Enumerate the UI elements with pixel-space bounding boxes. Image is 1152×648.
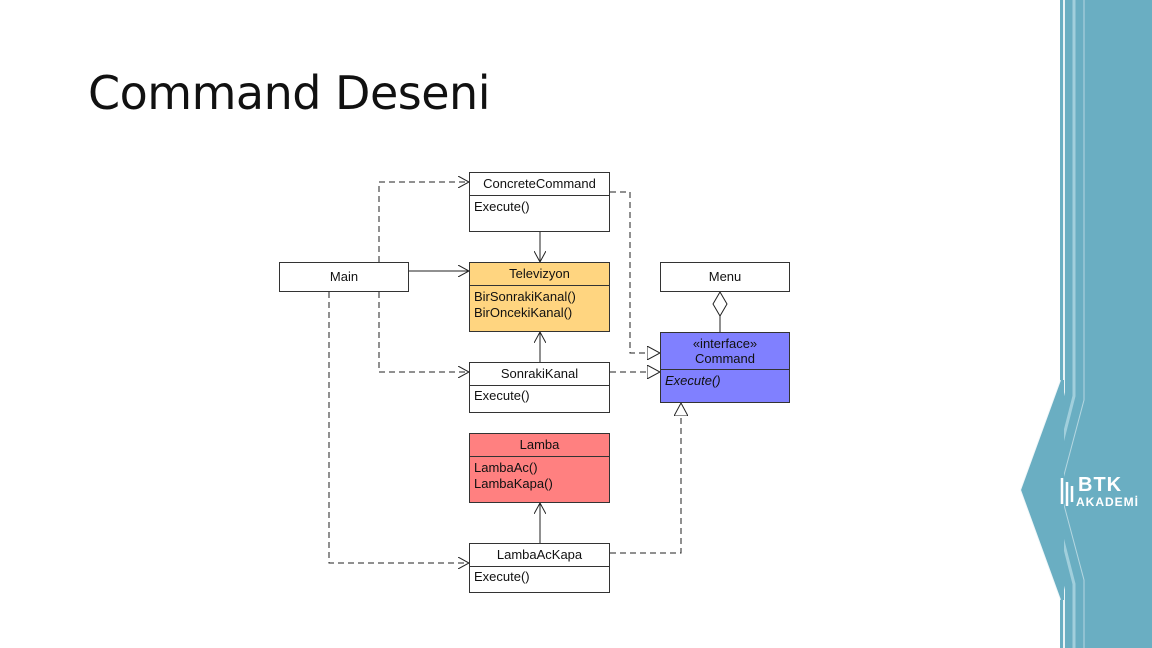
logo-text-akademi: AKADEMİ bbox=[1076, 495, 1139, 509]
class-sonraki-kanal[interactable]: SonrakiKanal Execute() bbox=[469, 362, 610, 413]
aggregation-diamond bbox=[712, 291, 728, 317]
op-bir-sonraki-kanal: BirSonrakiKanal() bbox=[474, 289, 576, 304]
class-lamba[interactable]: Lamba LambaAc() LambaKapa() bbox=[469, 433, 610, 503]
class-concrete-command-name: ConcreteCommand bbox=[470, 173, 609, 196]
class-menu-name: Menu bbox=[708, 269, 742, 284]
logo-mark-icon bbox=[1060, 478, 1074, 506]
dep-main-concretecommand bbox=[378, 182, 469, 262]
realize-concretecommand-command bbox=[610, 191, 660, 353]
class-menu[interactable]: Menu bbox=[660, 262, 790, 292]
op-execute: Execute() bbox=[474, 199, 530, 214]
op-execute: Execute() bbox=[474, 569, 530, 584]
op-lamba-kapa: LambaKapa() bbox=[474, 476, 553, 491]
op-execute: Execute() bbox=[474, 388, 530, 403]
class-main[interactable]: Main bbox=[279, 262, 409, 292]
class-main-name: Main bbox=[329, 269, 359, 284]
class-command[interactable]: «interface» Command Execute() bbox=[660, 332, 790, 403]
class-command-stereotype: «interface» bbox=[692, 336, 758, 351]
op-execute: Execute() bbox=[665, 373, 721, 388]
realize-lambaackapa-command bbox=[610, 403, 681, 554]
class-lamba-ac-kapa[interactable]: LambaAcKapa Execute() bbox=[469, 543, 610, 593]
class-concrete-command[interactable]: ConcreteCommand Execute() bbox=[469, 172, 610, 232]
op-lamba-ac: LambaAc() bbox=[474, 460, 538, 475]
dep-main-lambaackapa bbox=[328, 292, 469, 563]
sidebar-decoration bbox=[1060, 0, 1152, 648]
class-lamba-name: Lamba bbox=[470, 434, 609, 457]
dep-main-sonrakikanal bbox=[378, 292, 469, 372]
btk-akademi-logo: BTK AKADEMİ bbox=[1056, 474, 1152, 514]
logo-text-btk: BTK bbox=[1078, 474, 1123, 496]
sidebar-notch bbox=[1018, 380, 1064, 600]
class-televizyon-name: Televizyon bbox=[470, 263, 609, 286]
op-bir-onceki-kanal: BirOncekiKanal() bbox=[474, 305, 573, 320]
class-sonraki-kanal-name: SonrakiKanal bbox=[470, 363, 609, 386]
class-televizyon[interactable]: Televizyon BirSonrakiKanal() BirOncekiKa… bbox=[469, 262, 610, 332]
class-command-header: «interface» Command bbox=[661, 333, 789, 370]
slide-title: Command Deseni bbox=[88, 66, 490, 120]
class-lamba-ac-kapa-name: LambaAcKapa bbox=[470, 544, 609, 567]
class-command-name: Command bbox=[695, 351, 755, 366]
